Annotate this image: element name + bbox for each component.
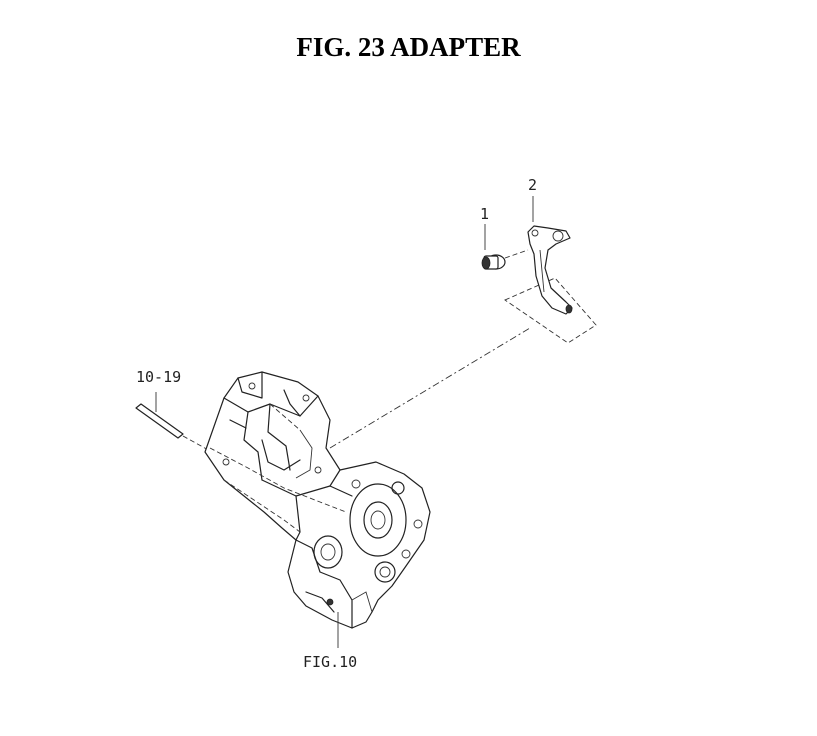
figure-title: FIG. 23 ADAPTER bbox=[296, 32, 521, 62]
part-2-adapter-bracket bbox=[527, 196, 573, 315]
callout-part-2: 2 bbox=[528, 176, 538, 194]
callout-fig-ref: FIG.10 bbox=[303, 653, 358, 671]
part-1-plug bbox=[481, 224, 529, 270]
callout-pin-ref: 10-19 bbox=[136, 368, 182, 386]
gear-case-housing bbox=[204, 371, 431, 629]
callout-part-1: 1 bbox=[480, 205, 490, 223]
assembly-leader-line bbox=[329, 327, 531, 449]
